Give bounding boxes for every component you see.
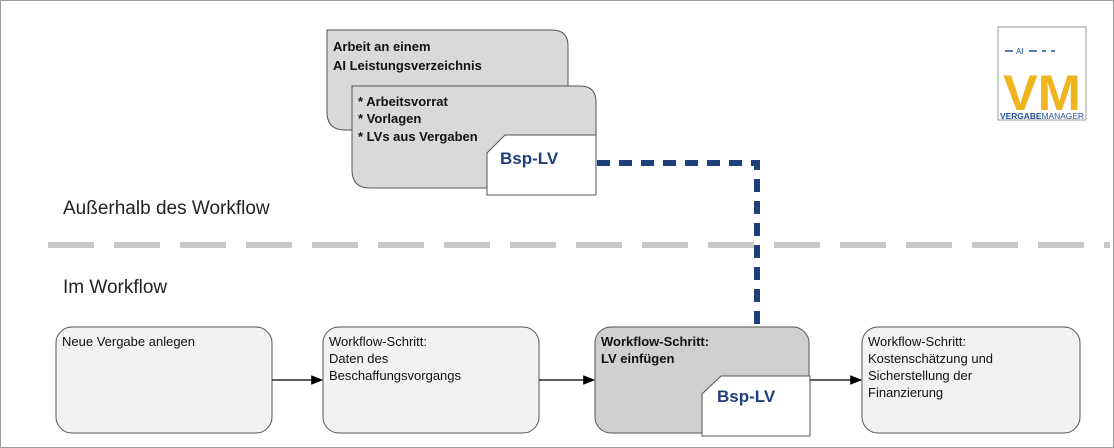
- workflow-step-3-line-2: LV einfügen: [601, 351, 674, 366]
- workflow-step-2-line-2: Daten des: [329, 351, 389, 366]
- source-document: [486, 134, 597, 196]
- workflow-step-4: [861, 326, 1081, 434]
- workflow-step-4-line-1: Workflow-Schritt:: [868, 334, 966, 349]
- workflow-step-4-line-2: Kostenschätzung und: [868, 351, 993, 366]
- logo-brand-light: MANAGER: [1042, 112, 1085, 121]
- front-card-item-2: * Vorlagen: [358, 111, 421, 126]
- workflow-step-1-line-1: Neue Vergabe anlegen: [62, 334, 195, 349]
- workflow-step-2-line-3: Beschaffungsvorgangs: [329, 368, 462, 383]
- logo-vm-letters: VM: [1003, 65, 1081, 121]
- zone-label-inside: Im Workflow: [63, 277, 167, 298]
- back-card-title-line1: Arbeit an einem: [333, 39, 431, 54]
- logo-border: [997, 26, 1087, 121]
- inserted-document: [701, 375, 811, 437]
- outside-cards: Arbeit an einem AI Leistungsverzeichnis …: [326, 29, 597, 196]
- zone-label-outside: Außerhalb des Workflow: [63, 198, 270, 219]
- inserted-document-label: Bsp-LV: [717, 387, 776, 406]
- logo-brand-bold: VERGABE: [1000, 112, 1042, 121]
- front-card-item-1: * Arbeitsvorrat: [358, 94, 448, 109]
- logo-ai-text: AI: [1016, 47, 1024, 56]
- source-document-label: Bsp-LV: [500, 149, 559, 168]
- workflow-steps: Neue Vergabe anlegen Workflow-Schritt: Dat…: [55, 326, 1081, 434]
- workflow-step-4-line-4: Finanzierung: [868, 385, 943, 400]
- back-card-title-line2: AI Leistungsverzeichnis: [333, 58, 482, 73]
- inserted-document-group: Bsp-LV: [701, 375, 811, 437]
- dashed-connector: [597, 160, 760, 342]
- front-card-item-3: * LVs aus Vergaben: [358, 129, 478, 144]
- workflow-step-3-line-1: Workflow-Schritt:: [601, 334, 709, 349]
- workflow-step-2-line-1: Workflow-Schritt:: [329, 334, 427, 349]
- workflow-step-4-line-3: Sicherstellung der: [868, 368, 973, 383]
